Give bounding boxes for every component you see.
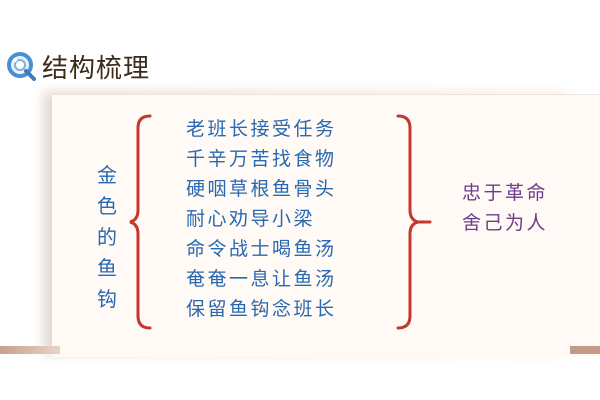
- list-item: 硬咽草根鱼骨头: [186, 178, 337, 200]
- content-card: [52, 94, 600, 357]
- magnifier-q-icon: [6, 51, 36, 81]
- list-item: 奄奄一息让鱼汤: [186, 268, 337, 290]
- right-brace: [396, 114, 432, 330]
- title-char: 钩: [97, 287, 117, 311]
- title-char: 的: [97, 225, 117, 249]
- list-item: 保留鱼钩念班长: [186, 298, 337, 320]
- theme-summary: 忠于革命 舍己为人: [462, 178, 572, 238]
- decorative-edge: [570, 346, 600, 354]
- title-char: 色: [97, 194, 117, 218]
- decorative-edge: [0, 346, 60, 354]
- event-list: 老班长接受任务 千辛万苦找食物 硬咽草根鱼骨头 耐心劝导小梁 命令战士喝鱼汤 奄…: [186, 114, 386, 324]
- list-item: 老班长接受任务: [186, 118, 337, 140]
- list-item: 命令战士喝鱼汤: [186, 238, 337, 260]
- summary-line: 忠于革命: [462, 182, 549, 204]
- page-title: 结构梳理: [42, 53, 151, 84]
- title-char: 鱼: [97, 256, 117, 280]
- list-item: 耐心劝导小梁: [186, 208, 316, 230]
- list-item: 千辛万苦找食物: [186, 148, 337, 170]
- section-header: 结构梳理: [6, 46, 150, 86]
- left-brace: [129, 114, 152, 330]
- summary-line: 舍己为人: [462, 212, 549, 234]
- story-title-vertical: 金 色 的 鱼 钩: [94, 160, 120, 315]
- title-char: 金: [97, 163, 117, 187]
